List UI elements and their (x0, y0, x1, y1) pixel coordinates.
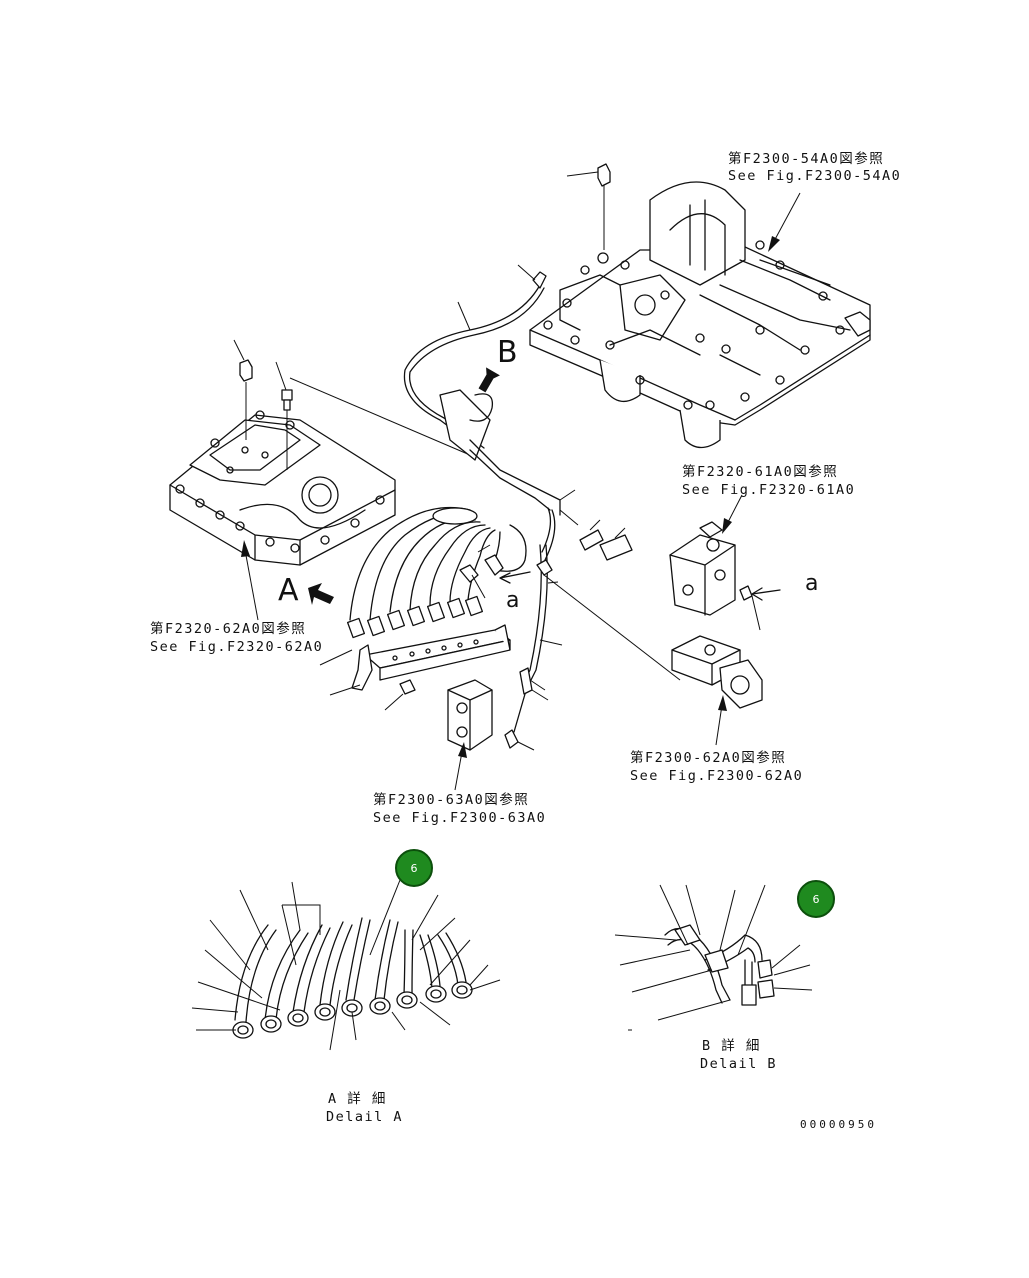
small-block-drawing (447, 667, 549, 751)
detail-b-title-jp: B 詳 細 (702, 1038, 761, 1054)
ref-62a0-left-jp: 第F2320-62A0図参照 (150, 620, 306, 637)
callout-small-a-right: a (805, 571, 818, 596)
ref-62a0-left-en: See Fig.F2320-62A0 (150, 639, 323, 655)
ref-54a0-en: See Fig.F2300-54A0 (728, 168, 901, 184)
ref-54a0-jp: 第F2300-54A0図参照 (728, 150, 884, 167)
callout-a: A (278, 573, 299, 608)
ref-62a0-right-en: See Fig.F2300-62A0 (630, 768, 803, 784)
badge-6-detail-b: 6 (797, 880, 835, 918)
ref-63a0-jp: 第F2300-63A0図参照 (373, 791, 529, 808)
ref-62a0-right-jp: 第F2300-62A0図参照 (630, 749, 786, 766)
detail-a-title-en: Delail A (326, 1109, 403, 1125)
ref-61a0-en: See Fig.F2320-61A0 (682, 482, 855, 498)
ref-61a0-jp: 第F2320-61A0図参照 (682, 463, 838, 480)
detail-b-drawing (614, 884, 813, 1031)
svg-text:6: 6 (813, 893, 820, 906)
transmission-case-drawing (529, 163, 871, 449)
document-number: 00000950 (800, 1118, 877, 1131)
ref-63a0-en: See Fig.F2300-63A0 (373, 810, 546, 826)
detail-a-title-jp: A 詳 細 (328, 1091, 387, 1107)
badge-6-detail-a: 6 (395, 849, 433, 887)
reference-leaders (241, 192, 801, 791)
right-valve-drawing (669, 521, 781, 631)
view-arrow-a (308, 583, 334, 605)
svg-text:6: 6 (411, 862, 418, 875)
view-arrow-b (478, 367, 500, 393)
valve-cover-drawing (169, 339, 471, 566)
hose-bundle-drawing (346, 264, 681, 681)
detail-a-drawing (191, 879, 501, 1051)
detail-b-title-en: Delail B (700, 1056, 777, 1072)
adapter-block-drawing (671, 635, 763, 709)
manifold-bracket-drawing (319, 624, 511, 711)
callout-small-a-center: a (506, 588, 519, 613)
callout-b: B (497, 335, 518, 370)
